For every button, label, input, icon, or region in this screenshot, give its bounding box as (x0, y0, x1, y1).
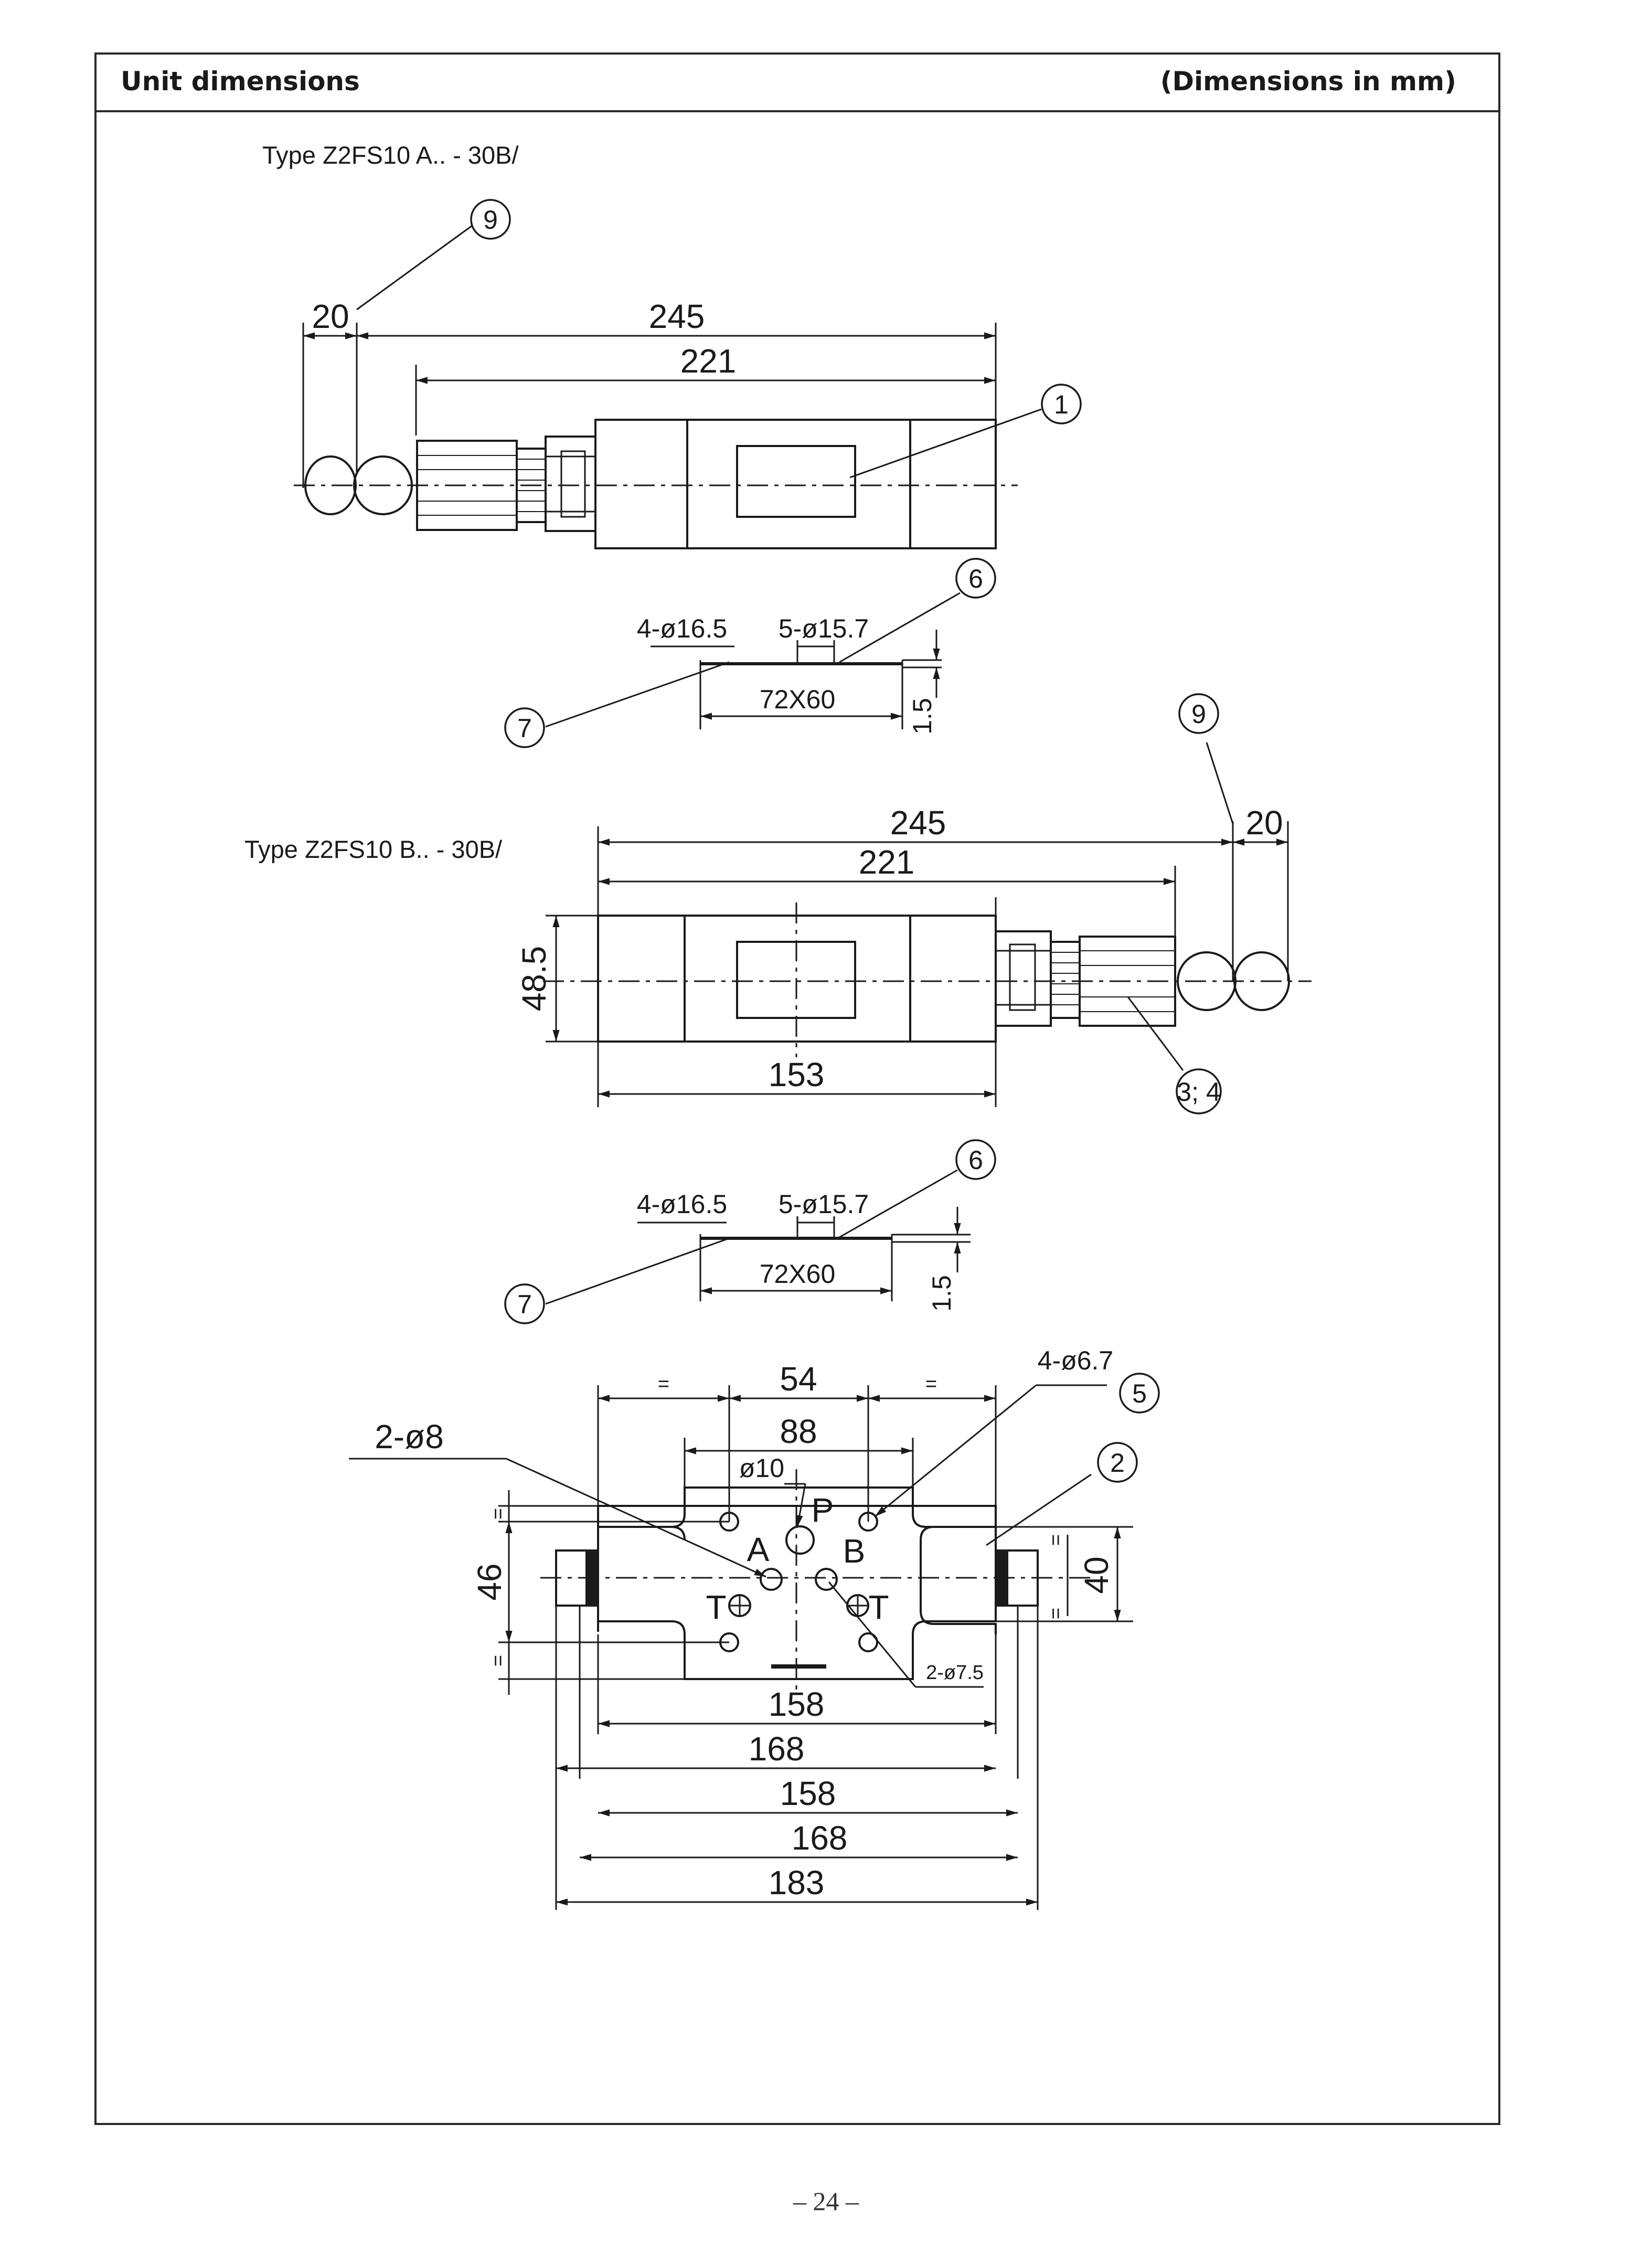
seal-a-holes-5: 5-ø15.7 (779, 614, 869, 643)
seal-b-holes-5: 5-ø15.7 (779, 1189, 869, 1219)
type-b-view (543, 742, 1312, 1107)
balloon-b-adjust: 3; 4 (1177, 1077, 1220, 1107)
dim-88: 88 (780, 1412, 817, 1450)
seal-b-holes-4: 4-ø16.5 (637, 1189, 727, 1219)
balloon-b-oring: 6 (968, 1145, 983, 1175)
port-b: B (843, 1532, 866, 1570)
seal-a-holes-4: 4-ø16.5 (637, 614, 727, 643)
balloon-a-plate: 7 (517, 714, 532, 743)
dim-b-knob: 20 (1245, 804, 1283, 842)
type-a-label: Type Z2FS10 A.. - 30B/ (262, 141, 519, 169)
dim-b-overall: 245 (890, 804, 946, 842)
balloon-a-oring: 6 (968, 564, 983, 593)
dim-158-b: 158 (780, 1775, 836, 1812)
balloon-bolt: 5 (1132, 1379, 1147, 1408)
balloon-a-knob: 9 (483, 205, 498, 235)
dim-183: 183 (769, 1864, 825, 1902)
units-note: (Dimensions in mm) (1160, 66, 1456, 97)
dim-158-a: 158 (769, 1685, 825, 1723)
dim-40: 40 (1078, 1556, 1115, 1594)
seal-b-plate: 72X60 (760, 1259, 836, 1289)
dim-a-overall: 245 (649, 298, 705, 335)
seal-b-thickness: 1.5 (927, 1275, 956, 1312)
eq-mark-40-top: = (1045, 1534, 1067, 1546)
bolt-holes: 4-ø6.7 (1038, 1346, 1114, 1375)
port-t-right: T (868, 1588, 889, 1626)
dim-54: 54 (780, 1360, 817, 1398)
seal-a-plate: 72X60 (760, 685, 836, 714)
dim-168-a: 168 (749, 1730, 805, 1768)
dim-b-height: 48.5 (515, 946, 553, 1012)
eq-mark-46-bottom: = (487, 1655, 509, 1666)
dim-b-body: 221 (859, 843, 915, 881)
balloon-b-knob: 9 (1191, 699, 1206, 729)
type-b-seal-view (545, 1169, 971, 1305)
dim-b-center: 153 (769, 1056, 825, 1093)
port-p: P (812, 1491, 834, 1529)
section-title: Unit dimensions (121, 66, 360, 97)
holes-75: 2-ø7.5 (926, 1662, 984, 1684)
dim-168-b: 168 (792, 1819, 848, 1857)
balloon-body: 2 (1110, 1448, 1125, 1478)
type-a-seal-view (545, 592, 961, 729)
port-t-left: T (706, 1588, 726, 1626)
eq-mark-right: = (925, 1373, 937, 1395)
page-frame: Unit dimensions (Dimensions in mm) (94, 52, 1500, 2125)
dim-46: 46 (471, 1563, 508, 1600)
eq-mark-40-bottom: = (1045, 1608, 1067, 1619)
balloon-b-plate: 7 (517, 1290, 532, 1319)
dim-a-knob: 20 (312, 298, 349, 335)
page-number: – 24 – (793, 2186, 859, 2216)
eq-mark-46-top: = (487, 1508, 509, 1520)
holes-8: 2-ø8 (375, 1418, 444, 1456)
type-a-view (294, 225, 1042, 549)
port-a: A (747, 1531, 770, 1568)
dim-a-body: 221 (680, 342, 737, 380)
eq-mark-left: = (658, 1373, 669, 1395)
type-b-label: Type Z2FS10 B.. - 30B/ (244, 835, 503, 863)
bottom-view (349, 1384, 1133, 1910)
hole-10: ø10 (739, 1453, 784, 1483)
seal-a-thickness: 1.5 (908, 698, 937, 735)
header-bar: Unit dimensions (Dimensions in mm) (97, 55, 1498, 112)
balloon-a-nameplate: 1 (1054, 390, 1069, 419)
